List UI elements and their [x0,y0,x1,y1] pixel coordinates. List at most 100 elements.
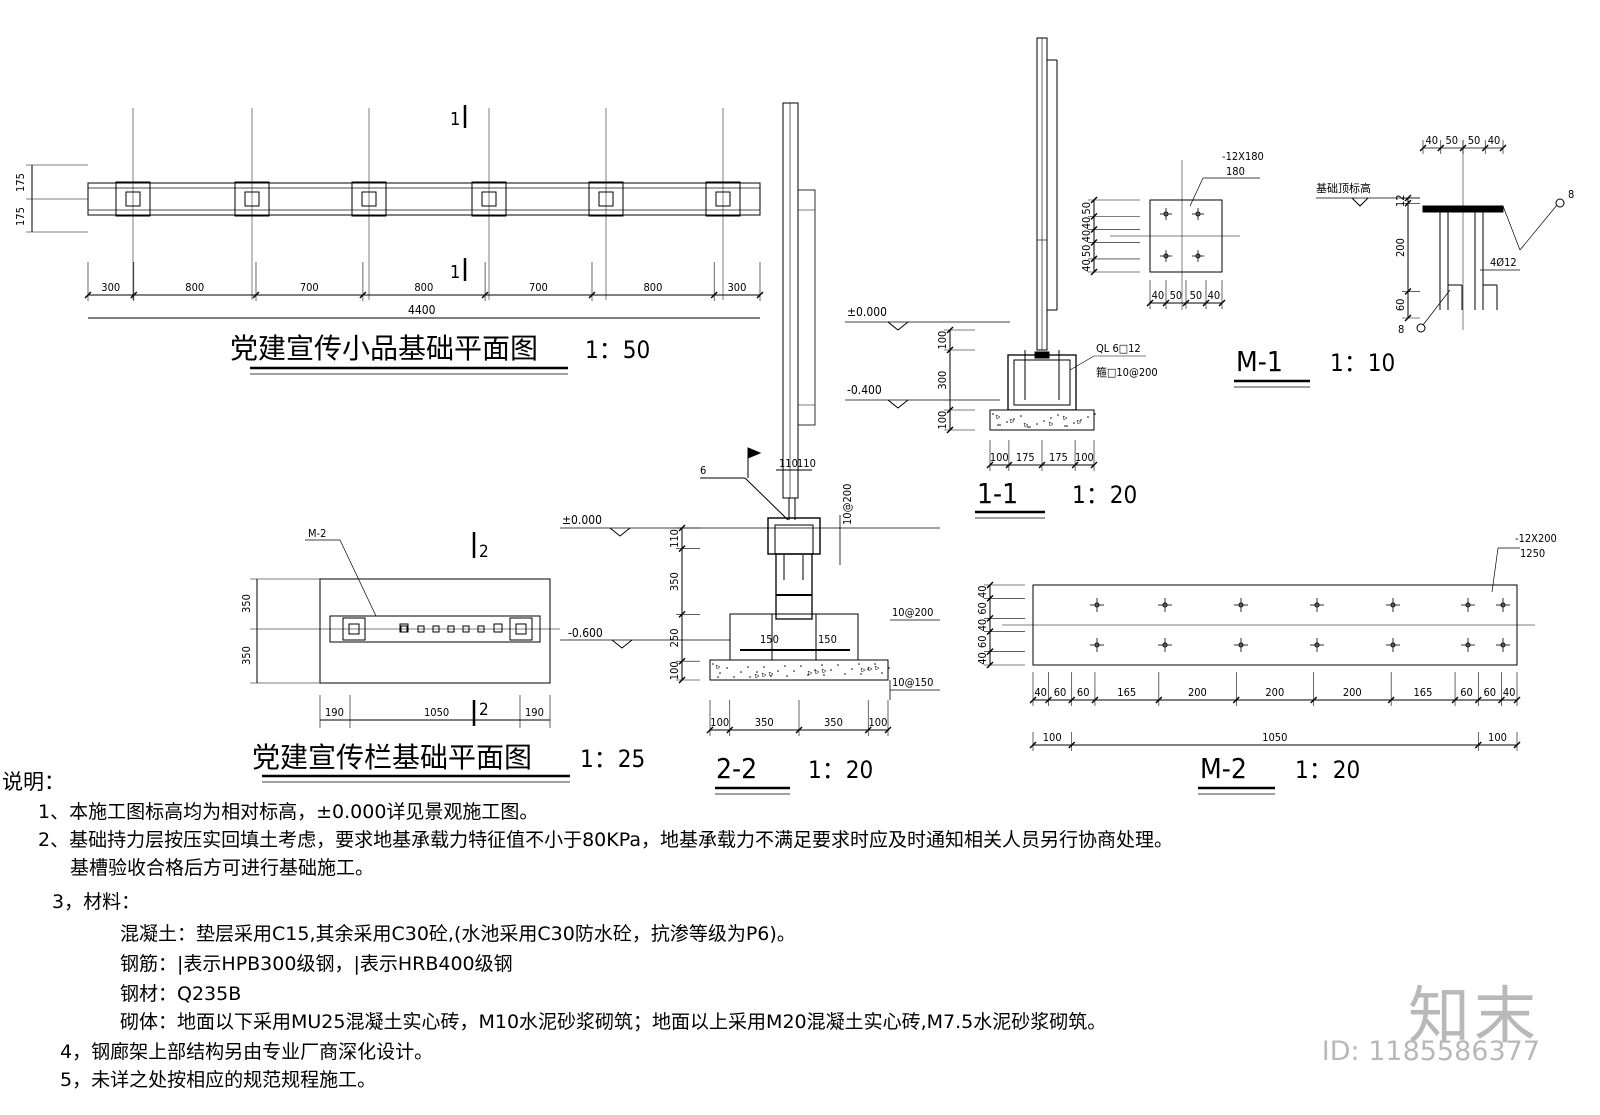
bolt-hole [1162,642,1168,648]
hatch-stone [874,665,880,671]
board-plan: M-2 2 2 350 350 190 1050 190 党建宣传栏基础平面图 … [240,527,645,783]
bolt-hole [1162,602,1168,608]
m2-plate-note: -12X200 [1515,532,1557,545]
board-plan-scale: 1：25 [580,745,645,773]
hatch-stone [1062,415,1068,421]
bolt-hole [1163,253,1169,259]
note-2-cont: 基槽验收合格后方可进行基础施工。 [70,857,375,879]
bolt-hole [1390,602,1396,608]
level-1-bottom: -0.400 [847,383,882,397]
bolt-hole [1390,642,1396,648]
hatch-dot [992,413,994,415]
section-mark-2-top: 2 [479,542,489,562]
hatch-dot [1013,418,1015,420]
dim2h-1: 350 [755,716,774,729]
hatch-dot [858,663,860,665]
m2h-0: 40 [1034,686,1047,699]
m1v-3: 50 [1080,245,1093,258]
hatch-stone [1023,422,1029,428]
note-4: 4，钢廊架上部结构另由专业厂商深化设计。 [60,1041,434,1063]
m1top-1: 50 [1445,134,1458,147]
m2h2-0: 100 [1043,731,1062,744]
m2v-0: 40 [976,585,989,598]
hatch-dot [740,671,742,673]
dim1h-2: 175 [1049,451,1068,464]
inner-dim-2: 150 [818,633,837,646]
hatch-dot [717,676,719,678]
watermark-id: ID: 1185586377 [1321,1036,1540,1067]
hatch-dot [844,673,846,675]
hatch-stone [768,671,774,677]
bolt-hole [1238,642,1244,648]
level-1-top: ±0.000 [847,305,887,319]
plate-m1-title: M-1 [1236,345,1283,378]
dim2h-0: 100 [710,716,729,729]
board-dim-left-1: 350 [240,594,253,613]
m1h-0: 40 [1152,289,1165,302]
bolt-hole [1094,642,1100,648]
hatch-dot [1066,425,1068,427]
m1side-2: 60 [1394,299,1407,312]
bolt-hole [1094,602,1100,608]
m1v-0: 50 [1080,202,1093,215]
m1-weld-bottom: 8 [1398,323,1404,336]
hatch-dot [821,664,823,666]
dim-total: 4400 [408,303,436,317]
board-elevation [782,102,816,520]
hatch-dot [747,666,749,668]
hatch-dot [1006,421,1008,423]
hatch-dot [719,672,721,674]
dim-2-top-1: 110 [779,457,798,470]
m2h-8: 60 [1460,686,1473,699]
weld-size-2: 6 [700,464,706,477]
hatch-dot [1087,416,1089,418]
bolt-hole [1238,602,1244,608]
hatch-dot [837,664,839,666]
dim2v-3: 100 [668,661,681,680]
rebar-2-3: 10@150 [892,676,933,689]
note-3-masonry: 砌体：地面以下采用MU25混凝土实心砖，M10水泥砂浆砌筑；地面以上采用M20混… [120,1011,1107,1033]
hatch-dot [1027,426,1029,428]
hatch-dot [726,667,728,669]
note-3-steel: 钢材：Q235B [120,983,242,1005]
dim1-6: 300 [727,281,746,294]
plate-m1-bolts [1160,208,1204,262]
board-dim-bottom-1: 190 [325,706,344,719]
hatch-dot [784,665,786,667]
m2h-7: 165 [1414,686,1433,699]
rebar-2-2: 10@200 [892,606,933,619]
dim1-2: 700 [300,281,319,294]
m2h-5: 200 [1265,686,1284,699]
dim1h-1: 175 [1016,451,1035,464]
m1side-1: 200 [1394,238,1407,257]
section-1-title: 1-1 [977,477,1018,510]
section-1-1: ±0.000 -0.400 QL 6□12 箍□10@200 100300100… [845,37,1158,519]
bolt-hole [1500,642,1506,648]
m2h2-2: 100 [1488,731,1507,744]
footing-row [115,108,741,300]
notes-heading: 说明： [2,770,65,794]
bolt-hole [1500,602,1506,608]
m1h-3: 40 [1208,289,1221,302]
stirrup-note: 箍□10@200 [1096,365,1158,379]
cushion-hatch [712,663,890,679]
bolt-hole [1195,211,1201,217]
dim1-5: 800 [643,281,662,294]
plate-m1-scale: 1：10 [1330,349,1395,377]
level-2-top: ±0.000 [562,513,602,527]
m2h2-1: 1050 [1262,731,1287,744]
m1side-0: 12 [1394,194,1407,207]
dim2h-2: 350 [824,716,843,729]
hatch-stone [761,672,767,678]
board-bolt-end [399,623,409,633]
note-3-concrete: 混凝土：垫层采用C15,其余采用C30砼,(水池采用C30防水砼，抗渗等级为P6… [120,923,796,945]
dim1-1: 800 [185,281,204,294]
